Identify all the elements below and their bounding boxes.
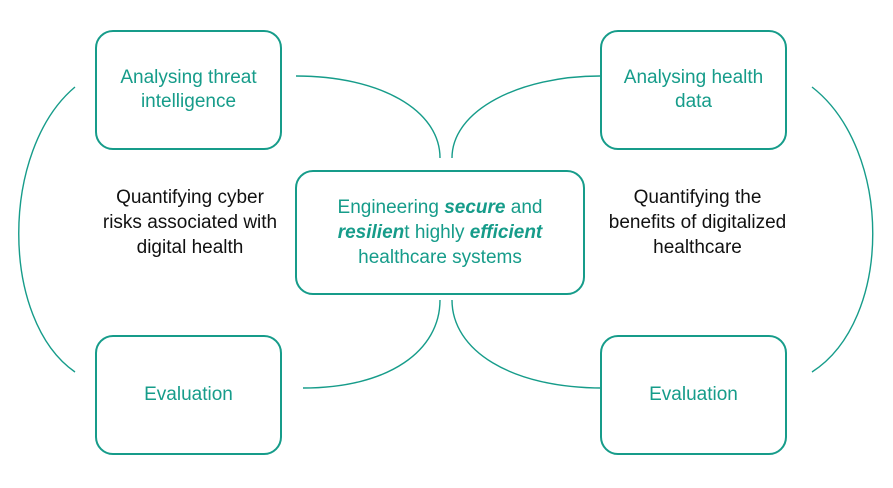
right-caption-line: healthcare — [653, 237, 742, 258]
box-label-line: Analysing threat — [120, 67, 257, 88]
box-label-line: Analysing health — [623, 67, 764, 88]
center-text: Engineering — [337, 197, 445, 218]
center-line-1: Engineering secure and — [338, 195, 543, 220]
box-analysing-health-data: Analysing health data — [600, 30, 787, 150]
box-label: Evaluation — [144, 384, 233, 405]
right-caption-line: benefits of digitalized — [608, 212, 787, 233]
left-arc — [18, 86, 76, 373]
box-analysing-threat-intelligence: Analysing threat intelligence — [95, 30, 282, 150]
left-caption-line: digital health — [136, 237, 244, 258]
center-line-2: resilient highly efficient — [338, 220, 543, 245]
center-text: t highly — [404, 222, 470, 243]
box-evaluation-right: Evaluation — [600, 335, 787, 455]
center-emphasis-efficient: efficient — [469, 222, 543, 243]
bottom-right-curve — [451, 299, 604, 389]
center-emphasis-secure: secure — [444, 197, 506, 218]
left-caption-line: risks associated with — [102, 212, 278, 233]
box-label: Evaluation — [649, 384, 738, 405]
center-line-3: healthcare systems — [358, 247, 522, 268]
left-caption: Quantifying cyber risks associated with … — [85, 185, 295, 260]
box-label-line: intelligence — [140, 91, 237, 112]
right-caption: Quantifying the benefits of digitalized … — [590, 185, 805, 260]
center-box-engineering: Engineering secure and resilient highly … — [295, 170, 585, 295]
center-emphasis-resilient: resilien — [337, 222, 405, 243]
top-right-curve — [451, 75, 601, 159]
box-evaluation-left: Evaluation — [95, 335, 282, 455]
bottom-left-curve — [302, 299, 441, 389]
top-left-curve — [295, 75, 441, 159]
box-label-line: data — [675, 91, 712, 112]
right-arc — [811, 86, 874, 373]
left-caption-line: Quantifying cyber — [116, 187, 264, 208]
right-caption-line: Quantifying the — [633, 187, 762, 208]
center-text: and — [505, 197, 543, 218]
